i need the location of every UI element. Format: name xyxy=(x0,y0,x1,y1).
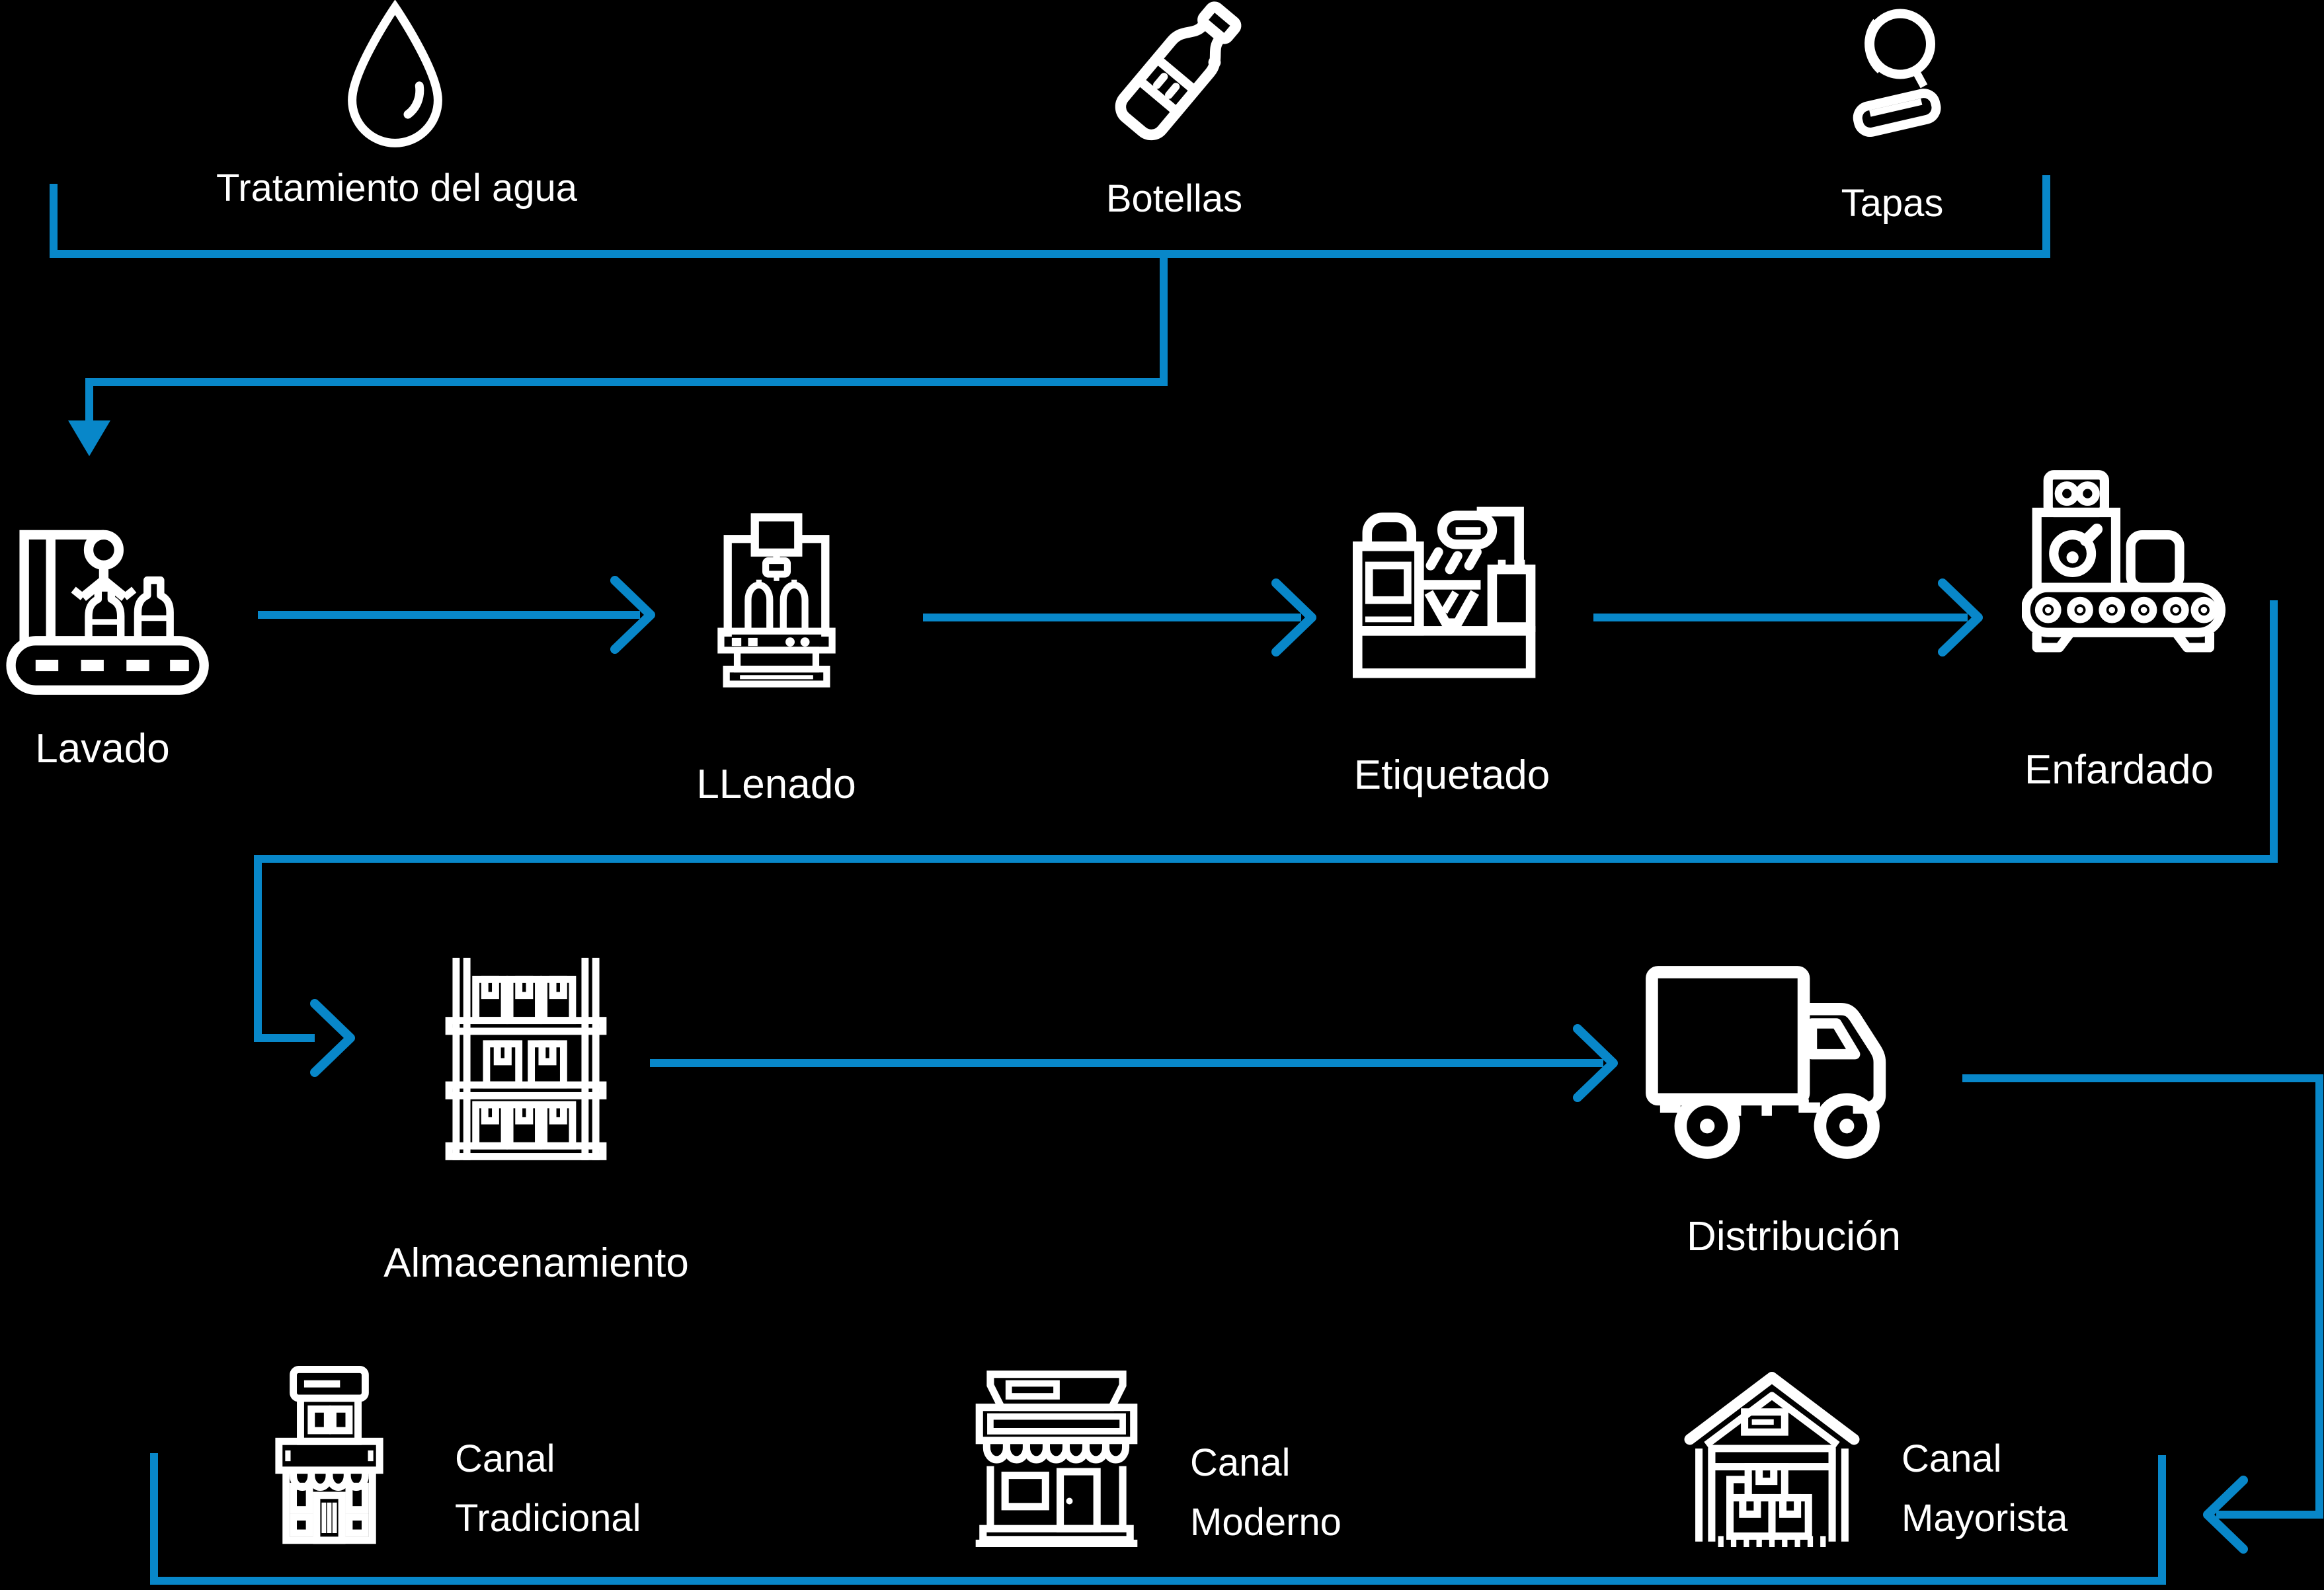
connector-llenado-etiquetado xyxy=(923,614,1301,621)
connector-almacenamiento-distribucion xyxy=(650,1059,1603,1067)
label-canal-mayorista: Canal Mayorista xyxy=(1902,1429,2067,1548)
storage-rack-icon xyxy=(435,951,617,1166)
connector-channels-right-stub xyxy=(2158,1455,2166,1585)
arrowhead-into-distribucion xyxy=(1572,1023,1622,1103)
connector-return-down xyxy=(254,855,262,1042)
connector-etiquetado-enfardado xyxy=(1593,614,1968,621)
label-tapas: Tapas xyxy=(1841,182,1944,225)
label-canal-tradicional: Canal Tradicional xyxy=(455,1429,641,1548)
connector-channels-left-stub xyxy=(150,1453,158,1585)
connector-return-horizontal xyxy=(254,855,2278,863)
label-tratamiento: Tratamiento del agua xyxy=(216,167,577,210)
bottle-cap-icon xyxy=(1831,3,1964,159)
connector-lavado-llenado xyxy=(258,611,640,619)
arrowhead-into-almacenamiento xyxy=(309,998,359,1078)
arrowhead-into-etiquetado xyxy=(1271,578,1320,657)
connector-botellas-drop xyxy=(1160,250,1168,386)
arrowhead-into-llenado xyxy=(610,575,659,655)
label-distribucion: Distribución xyxy=(1687,1214,1901,1259)
connector-inputs-top-horizontal xyxy=(50,250,2050,258)
connector-inputs-right-stub xyxy=(2042,175,2050,258)
label-canal-moderno: Canal Moderno xyxy=(1190,1433,1342,1552)
connector-second-horizontal xyxy=(85,378,1168,386)
warehouse-icon xyxy=(1681,1361,1863,1551)
baling-machine-icon xyxy=(2022,457,2232,672)
traditional-store-icon xyxy=(239,1361,419,1551)
arrowhead-down-to-lavado xyxy=(68,420,110,457)
arrowhead-into-enfardado xyxy=(1937,578,1987,657)
label-botellas: Botellas xyxy=(1105,177,1243,220)
plastic-bottle-icon xyxy=(1094,0,1250,159)
connector-distribucion-right xyxy=(1962,1074,2323,1082)
arrowhead-into-mayorista xyxy=(2199,1475,2249,1554)
filling-machine-icon xyxy=(709,489,844,711)
modern-store-icon xyxy=(960,1363,1153,1547)
label-llenado: LLenado xyxy=(696,762,856,807)
connector-almacenamiento-stub xyxy=(254,1034,315,1042)
label-enfardado: Enfardado xyxy=(2024,747,2214,793)
labeling-machine-icon xyxy=(1342,464,1554,705)
label-lavado: Lavado xyxy=(35,726,170,772)
connector-into-mayorista-horizontal xyxy=(2216,1511,2323,1519)
washing-conveyor-icon xyxy=(5,504,214,702)
label-canal-tradicional-line2: Tradicional xyxy=(455,1497,641,1540)
label-etiquetado: Etiquetado xyxy=(1353,752,1550,798)
connector-inputs-left-stub xyxy=(50,184,58,258)
label-canal-tradicional-line1: Canal xyxy=(455,1437,555,1480)
connector-enfardado-down xyxy=(2270,600,2278,863)
label-canal-mayorista-line2: Mayorista xyxy=(1902,1497,2068,1540)
connector-lavado-drop xyxy=(85,378,93,422)
water-drop-icon xyxy=(337,0,453,149)
delivery-truck-icon xyxy=(1644,957,1941,1168)
connector-channels-bottom xyxy=(150,1577,2166,1585)
connector-right-down xyxy=(2315,1074,2323,1519)
label-canal-mayorista-line1: Canal xyxy=(1902,1437,2002,1480)
label-almacenamiento: Almacenamiento xyxy=(383,1240,689,1286)
label-canal-moderno-line1: Canal xyxy=(1190,1441,1291,1484)
label-canal-moderno-line2: Moderno xyxy=(1190,1501,1342,1544)
